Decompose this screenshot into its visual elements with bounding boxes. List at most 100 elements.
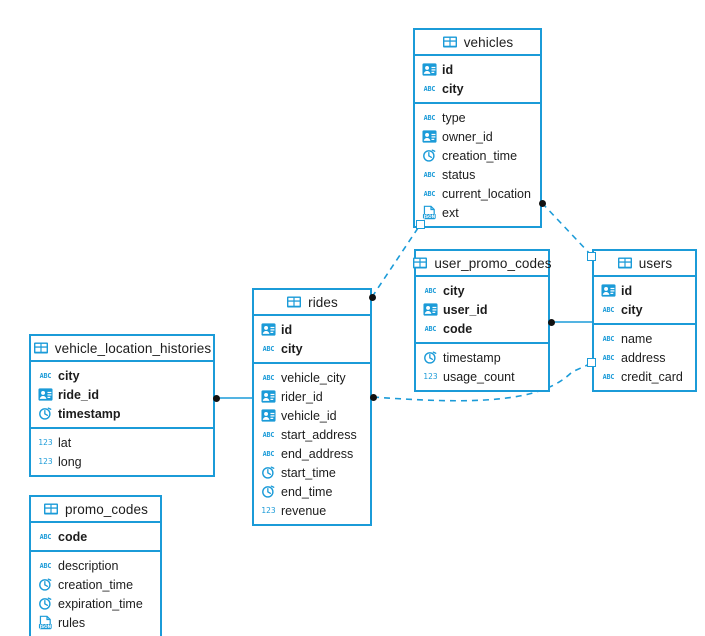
svg-text:ABC: ABC (263, 345, 275, 353)
column-name: owner_id (442, 129, 493, 144)
clock-icon (422, 148, 437, 163)
id-card-icon (422, 62, 437, 77)
column-row[interactable]: timestamp (416, 348, 548, 367)
table-header-promo_codes[interactable]: promo_codes (31, 497, 160, 523)
abc-icon: ABC (38, 529, 53, 544)
column-name: address (621, 350, 666, 365)
relationship-target-square (586, 251, 596, 261)
column-row[interactable]: ABC code (416, 319, 548, 338)
relationship-source-dot (538, 199, 546, 207)
abc-icon: ABC (422, 186, 437, 201)
abc-icon: ABC (261, 446, 276, 461)
column-name: user_id (443, 302, 488, 317)
column-name: usage_count (443, 369, 515, 384)
column-name: city (281, 341, 303, 356)
column-name: city (443, 283, 465, 298)
column-row[interactable]: vehicle_id (254, 406, 370, 425)
column-row[interactable]: id (415, 60, 540, 79)
column-row[interactable]: ABC code (31, 527, 160, 546)
table-header-users[interactable]: users (594, 251, 695, 277)
svg-text:ABC: ABC (603, 306, 615, 314)
column-row[interactable]: end_time (254, 482, 370, 501)
abc-icon: ABC (38, 368, 53, 383)
column-row[interactable]: start_time (254, 463, 370, 482)
table-name: promo_codes (65, 501, 148, 517)
relationship-source-dot (212, 394, 220, 402)
column-name: rider_id (281, 389, 323, 404)
table-header-vehicle_location_histories[interactable]: vehicle_location_histories (31, 336, 213, 362)
table-name: rides (308, 294, 338, 310)
123-icon: 123 (261, 503, 276, 518)
relationship-target-square (415, 219, 425, 229)
abc-icon: ABC (422, 110, 437, 125)
abc-icon: ABC (423, 321, 438, 336)
column-row[interactable]: creation_time (415, 146, 540, 165)
table-header-user_promo_codes[interactable]: user_promo_codes (413, 251, 551, 277)
abc-icon: ABC (261, 370, 276, 385)
column-name: code (443, 321, 473, 336)
column-row[interactable]: owner_id (415, 127, 540, 146)
column-row[interactable]: creation_time (31, 575, 160, 594)
column-row[interactable]: expiration_time (31, 594, 160, 613)
column-row[interactable]: id (594, 281, 695, 300)
column-name: id (442, 62, 454, 77)
column-row[interactable]: rider_id (254, 387, 370, 406)
column-row[interactable]: ABC city (254, 339, 370, 358)
123-icon: 123 (38, 454, 53, 469)
table-header-rides[interactable]: rides (254, 290, 370, 316)
abc-icon: ABC (423, 283, 438, 298)
column-row[interactable]: user_id (416, 300, 548, 319)
svg-text:123: 123 (38, 457, 53, 466)
clock-icon (261, 484, 276, 499)
abc-icon: ABC (261, 427, 276, 442)
column-name: code (58, 529, 88, 544)
column-name: creation_time (442, 148, 518, 163)
svg-text:ABC: ABC (603, 354, 615, 362)
column-row[interactable]: ABC city (416, 281, 548, 300)
column-row[interactable]: timestamp (31, 404, 213, 423)
column-name: ext (442, 205, 459, 220)
svg-text:ABC: ABC (263, 450, 275, 458)
column-row[interactable]: ABC address (594, 348, 695, 367)
svg-text:123: 123 (261, 506, 276, 515)
column-row[interactable]: ride_id (31, 385, 213, 404)
column-name: id (281, 322, 293, 337)
column-name: status (442, 167, 476, 182)
relationship-source-dot (368, 293, 376, 301)
column-row[interactable]: id (254, 320, 370, 339)
column-name: description (58, 558, 119, 573)
abc-icon: ABC (261, 341, 276, 356)
column-name: start_time (281, 465, 336, 480)
column-name: timestamp (58, 406, 121, 421)
id-card-icon (422, 129, 437, 144)
table-header-vehicles[interactable]: vehicles (415, 30, 540, 56)
svg-text:ABC: ABC (603, 373, 615, 381)
